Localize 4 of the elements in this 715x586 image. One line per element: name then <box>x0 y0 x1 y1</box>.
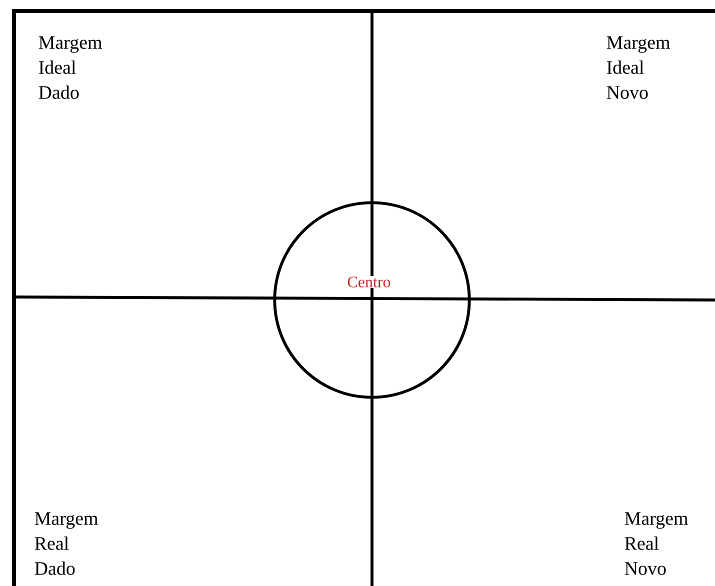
quadrant-label: Margem Ideal Dado <box>38 36 102 99</box>
quadrant-label: Margem Real Dado <box>34 512 98 575</box>
quadrant-label: Margem Real Novo <box>624 512 688 575</box>
quadrant-label: Margem Ideal Novo <box>606 36 670 99</box>
